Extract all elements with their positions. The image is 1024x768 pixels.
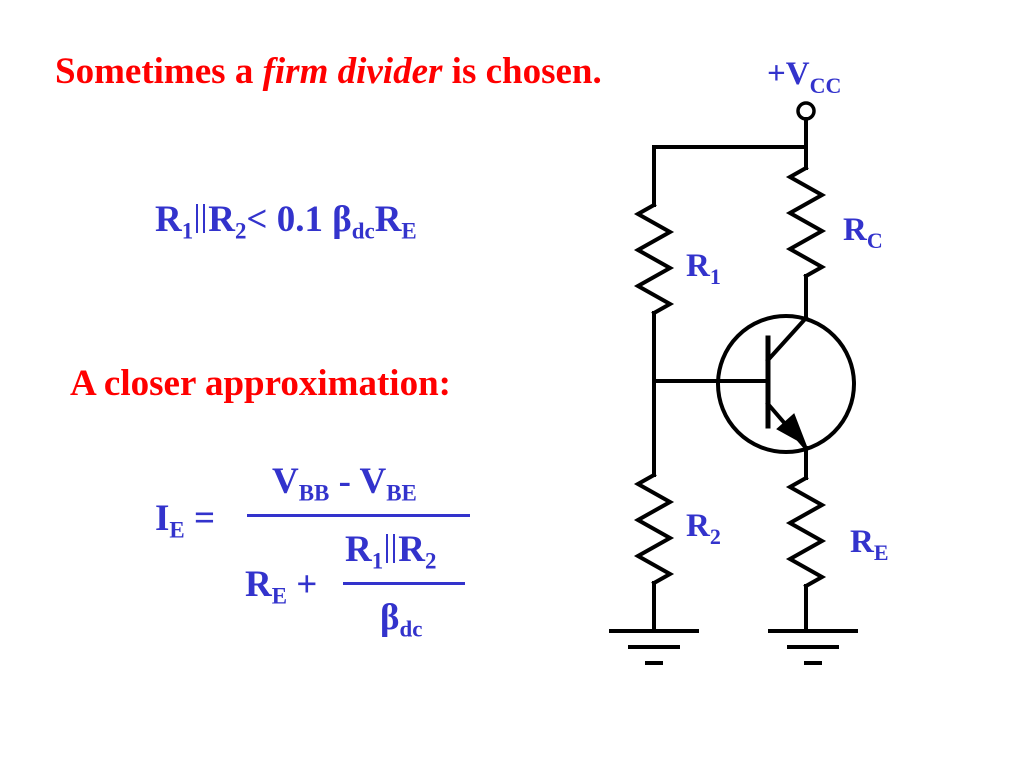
- re-resistor: [785, 475, 827, 589]
- inner-fraction-line: [343, 582, 465, 585]
- r2-label: R2: [686, 508, 721, 549]
- formula-lhs: IE =: [155, 498, 216, 543]
- vcc-label: +VCC: [767, 56, 841, 98]
- r1-resistor: [633, 202, 675, 316]
- page-title: Sometimes a firm divider is chosen.: [55, 51, 602, 92]
- r2-resistor: [633, 472, 675, 586]
- formula-numerator: VBB - VBE: [272, 461, 417, 506]
- vcc-terminal: [796, 101, 816, 121]
- rc-resistor: [785, 165, 827, 279]
- re-label: RE: [850, 524, 889, 565]
- parallel-symbol: [196, 203, 206, 233]
- transistor-collector-lead: [765, 315, 809, 363]
- main-fraction-line: [247, 514, 470, 517]
- transistor-body: [716, 314, 856, 454]
- emitter-arrow-icon: [776, 413, 807, 447]
- parallel-symbol: [386, 533, 396, 563]
- rc-label: RC: [843, 212, 883, 253]
- r1-label: R1: [686, 248, 721, 289]
- inner-fraction-denominator: βdc: [380, 597, 423, 642]
- formula-denominator-re: RE +: [245, 564, 318, 609]
- approximation-label: A closer approximation:: [70, 363, 451, 404]
- title-emphasis: firm divider: [262, 51, 443, 92]
